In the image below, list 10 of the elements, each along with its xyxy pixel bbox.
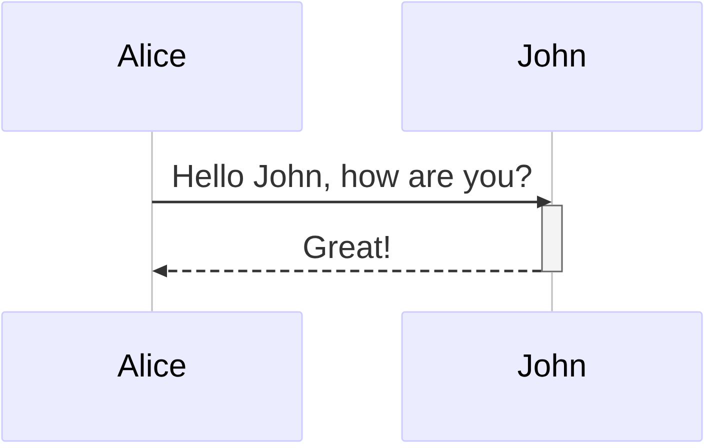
- participant-box: John: [401, 311, 703, 442]
- participant-box: Alice: [1, 311, 303, 442]
- lifeline: [551, 272, 553, 312]
- edge-label: Hello John, how are you?: [170, 162, 534, 195]
- edge-label: Great!: [302, 234, 392, 260]
- participant-box: John: [401, 1, 703, 132]
- participant-box: Alice: [1, 1, 303, 132]
- lifeline: [551, 132, 553, 205]
- lifeline: [151, 132, 153, 312]
- activation-bar: [541, 204, 563, 272]
